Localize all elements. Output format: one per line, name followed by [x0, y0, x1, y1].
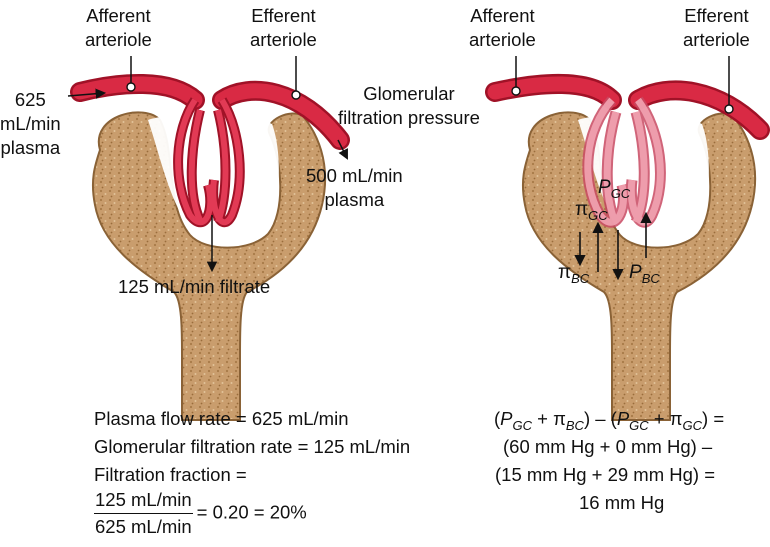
p-bc-label: PBC	[629, 262, 660, 286]
fraction-denominator: 625 mL/min	[95, 516, 192, 537]
right-pointers	[515, 56, 730, 105]
fraction-numerator: 125 mL/min	[94, 488, 193, 514]
pi-gc-label: πGC	[575, 199, 608, 223]
left-afferent-label: Afferent arteriole	[85, 5, 152, 50]
glomerular-filtration-pressure-label: Glomerular filtration pressure	[338, 83, 480, 128]
outflow-plasma-label: 500 mL/min plasma	[306, 165, 403, 210]
fraction-result: = 0.20 = 20%	[196, 501, 307, 523]
filtration-fraction-text: Filtration fraction =	[94, 464, 247, 485]
left-vessels	[70, 74, 350, 228]
fraction: 125 mL/min 625 mL/min	[94, 488, 193, 539]
right-afferent-label: Afferent arteriole	[469, 5, 536, 50]
p-gc-label: PGC	[598, 177, 631, 201]
force-arrows	[574, 211, 652, 281]
pressure-equation-result: 16 mm Hg	[579, 492, 665, 513]
right-vessels	[485, 74, 770, 228]
pi-bc-label: πBC	[558, 262, 590, 286]
filtrate-label: 125 mL/min filtrate	[118, 276, 271, 297]
left-bowmans-capsule	[91, 111, 327, 421]
left-pointers	[67, 56, 348, 273]
pressure-equation-line3: (15 mm Hg + 29 mm Hg) =	[495, 464, 716, 485]
inflow-plasma-label: 625 mL/min plasma	[0, 89, 61, 158]
gfr-text: Glomerular filtration rate = 125 mL/min	[94, 436, 411, 457]
left-efferent-label: Efferent arteriole	[250, 5, 317, 50]
filtration-fraction-equation: 125 mL/min 625 mL/min = 0.20 = 20%	[94, 488, 307, 539]
right-efferent-label: Efferent arteriole	[683, 5, 750, 50]
pressure-equation-line1: (PGC + πBC) – (PGC + πGC) =	[494, 408, 725, 433]
plasma-flow-rate-text: Plasma flow rate = 625 mL/min	[94, 408, 349, 429]
pressure-equation-line2: (60 mm Hg + 0 mm Hg) –	[503, 436, 713, 457]
